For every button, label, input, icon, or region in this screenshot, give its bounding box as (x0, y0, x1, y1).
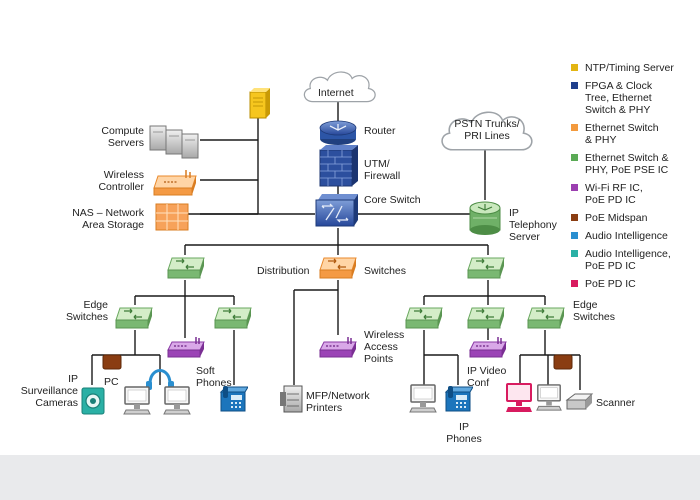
legend-swatch (571, 232, 578, 239)
label-pc: PC (104, 376, 119, 388)
pc-monitor-2-icon (163, 386, 191, 415)
legend-label: FPGA & Clock Tree, Ethernet Switch & PHY (585, 80, 653, 116)
legend-swatch (571, 154, 578, 161)
ntp-server-icon (249, 88, 270, 119)
legend-item: Audio Intelligence, PoE PD IC (568, 248, 698, 272)
distribution-switch-right-icon (467, 257, 505, 279)
legend-item: PoE PD IC (568, 278, 698, 290)
legend-item: Wi-Fi RF IC, PoE PD IC (568, 182, 698, 206)
ip-telephony-server-icon (469, 201, 501, 235)
legend-item: Audio Intelligence (568, 230, 698, 242)
wireless-ap-center-icon (319, 336, 357, 358)
compute-servers-icon (149, 125, 199, 159)
edge-switch-2-icon (214, 307, 252, 329)
nas-storage-icon (155, 203, 189, 231)
edge-switch-4-icon (467, 307, 505, 329)
label-ip-telephony-server: IP Telephony Server (509, 207, 557, 243)
legend-label: Audio Intelligence (585, 230, 668, 242)
legend-label: Wi-Fi RF IC, PoE PD IC (585, 182, 643, 206)
legend-item: Ethernet Switch & PHY, PoE PSE IC (568, 152, 698, 176)
label-router: Router (364, 125, 396, 137)
ip-phones-monitor-icon (409, 384, 437, 413)
label-distribution: Distribution (257, 265, 310, 277)
legend-item: FPGA & Clock Tree, Ethernet Switch & PHY (568, 80, 698, 116)
label-compute-servers: Compute Servers (101, 125, 144, 149)
legend-label: Ethernet Switch & PHY (585, 122, 659, 146)
legend-item: PoE Midspan (568, 212, 698, 224)
label-edge-switches-left: Edge Switches (65, 299, 108, 323)
soft-phone-icon (220, 385, 248, 412)
label-soft-phones: Soft Phones (196, 365, 232, 389)
legend-item: NTP/Timing Server (568, 62, 698, 74)
wireless-controller-icon (153, 170, 197, 196)
mfp-printer-icon (280, 385, 303, 413)
legend-label: NTP/Timing Server (585, 62, 674, 74)
scanner-icon (565, 393, 594, 410)
core-switch-icon (315, 194, 358, 227)
label-scanner: Scanner (596, 397, 636, 409)
label-core-switch: Core Switch (364, 194, 421, 206)
pc-monitor-3-icon (536, 384, 562, 411)
firewall-icon (319, 145, 358, 187)
label-mfp-printers: MFP/Network Printers (306, 390, 370, 414)
legend-swatch (571, 82, 578, 89)
edge-switch-5-icon (527, 307, 565, 329)
label-internet: Internet (318, 87, 354, 99)
distribution-switch-center-icon (319, 257, 357, 279)
edge-switch-3-icon (405, 307, 443, 329)
legend-label: PoE PD IC (585, 278, 636, 290)
poe-midspan-left-icon (102, 354, 122, 370)
legend-label: Audio Intelligence, PoE PD IC (585, 248, 671, 272)
ip-video-monitor-icon (506, 383, 532, 412)
label-edge-switches-right: Edge Switches (573, 299, 616, 323)
wireless-ap-left-icon (167, 336, 205, 358)
legend-label: Ethernet Switch & PHY, PoE PSE IC (585, 152, 669, 176)
ip-camera-icon (81, 387, 105, 415)
legend-swatch (571, 280, 578, 287)
legend-swatch (571, 124, 578, 131)
label-wireless-access-points: Wireless Access Points (364, 329, 405, 365)
legend-swatch (571, 184, 578, 191)
poe-midspan-right-icon (553, 354, 573, 370)
label-pstn: PSTN Trunks/ PRI Lines (454, 118, 520, 142)
label-ip-video-conf: IP Video Conf (467, 365, 507, 389)
label-switches: Switches (364, 265, 407, 277)
label-ip-surveillance-cameras: IP Surveillance Cameras (20, 373, 78, 409)
distribution-switch-left-icon (167, 257, 205, 279)
legend-swatch (571, 64, 578, 71)
legend-swatch (571, 250, 578, 257)
ip-phone-icon (445, 385, 473, 412)
legend-swatch (571, 214, 578, 221)
pc-monitor-1-icon (123, 386, 151, 415)
legend-item: Ethernet Switch & PHY (568, 122, 698, 146)
router-icon (319, 120, 357, 145)
edge-switch-1-icon (115, 307, 153, 329)
label-ip-phones: IP Phones (446, 421, 482, 445)
legend-label: PoE Midspan (585, 212, 648, 224)
label-wireless-controller: Wireless Controller (98, 169, 144, 193)
label-nas: NAS – Network Area Storage (72, 207, 144, 231)
server-links (200, 139, 258, 215)
label-utm-firewall: UTM/ Firewall (364, 158, 401, 182)
